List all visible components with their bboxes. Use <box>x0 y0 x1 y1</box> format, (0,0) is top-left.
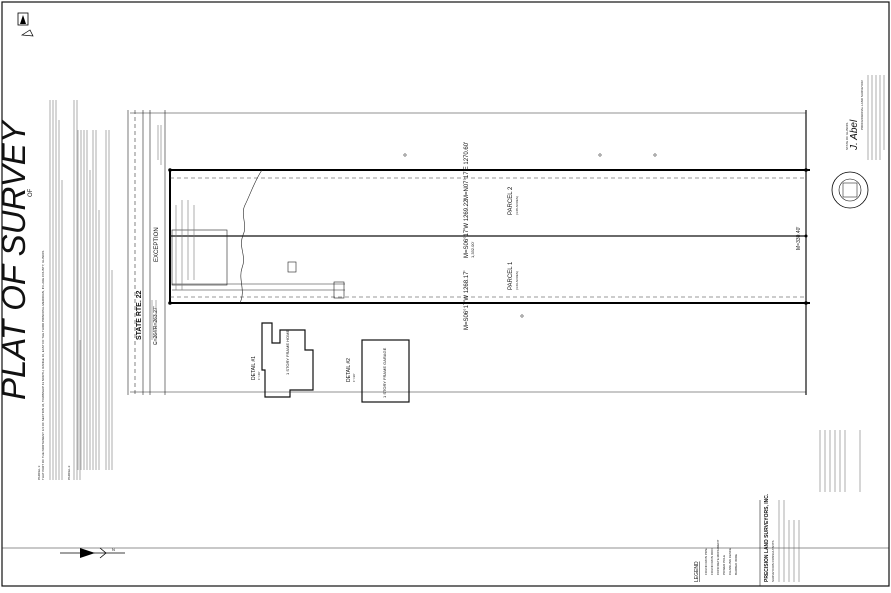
north-line-dimension: M=N07°17'E 1270.60' <box>464 142 470 200</box>
south-line-dimension: M=S06°17'W 1268.17' <box>464 270 470 330</box>
surveyor-state: STATE OF ILLINOIS <box>845 123 849 150</box>
detail-1-building: 1 STORY FRAME HOME <box>285 330 290 375</box>
parcel-2-area: (4.68 ACRES) <box>515 196 519 215</box>
legend-item: CONCRETE MONUMENT <box>716 540 720 575</box>
surveyor-company: PRECISION LAND SURVEYORS, INC. <box>764 493 770 582</box>
title-block: PRECISION LAND SURVEYORS, INC. SURVEYORS… <box>759 430 861 586</box>
exception-label: EXCEPTION <box>154 227 160 262</box>
legal-description: PARCEL 1: THAT PART OF THE NORTHWEST 1/4… <box>37 100 81 480</box>
detail-1-scale: 1"=40' <box>257 371 261 380</box>
surveyor-registration: PROFESSIONAL LAND SURVEYOR <box>860 79 864 130</box>
road-annotations <box>151 125 195 345</box>
middle-line-dimension: M=S06°17'W 1269.22' <box>464 198 470 258</box>
shed <box>333 281 345 299</box>
creek-line <box>239 169 263 304</box>
company-logo-icon <box>17 12 29 26</box>
east-frontage-dimension: M=330.40' <box>796 227 802 250</box>
legend-item: POWER POLE <box>722 555 726 575</box>
detail-2-title: DETAIL #2 <box>346 358 352 382</box>
legend-item: FOUND IRON ROD <box>710 548 714 575</box>
surveyor-subtitle: SURVEYORS CONSULTANTS <box>771 540 775 582</box>
surveyor-seal-icon <box>831 171 869 209</box>
plat-title: PLAT OF SURVEY <box>0 119 32 400</box>
plat-title-of: OF <box>28 188 34 197</box>
detail-2-garage-outline <box>361 339 410 403</box>
north-arrow-label: N <box>112 547 115 552</box>
detail-2: DETAIL #2 1"=30' 1 STORY FRAME GARAGE <box>346 339 410 403</box>
legend-item: CHAINLINK FENCE <box>728 548 732 575</box>
detail-1-house-outline <box>261 322 314 398</box>
legend-item: BARBED WIRE <box>734 554 738 575</box>
legal-description-lower <box>77 130 113 470</box>
parcel-1-label: PARCEL 1 <box>508 261 514 290</box>
property-boundary <box>130 110 810 395</box>
title-block-lines <box>778 430 861 582</box>
legend: LEGEND FOUND IRON PIPE FOUND IRON ROD CO… <box>694 540 738 582</box>
corner-monuments <box>168 168 808 305</box>
legal-text-lines <box>49 100 63 480</box>
middle-record-dimension: 1,332.00' <box>470 241 475 258</box>
exception-area: EXCEPTION <box>154 227 345 299</box>
north-arrow-icon: N <box>60 547 125 559</box>
surveyor-certification: J. Abel PROFESSIONAL LAND SURVEYOR STATE… <box>831 75 885 209</box>
power-poles <box>403 153 657 318</box>
surveyor-signature: J. Abel <box>849 119 860 151</box>
detail-1-title: DETAIL #1 <box>251 356 257 380</box>
detail-2-building: 1 STORY FRAME GARAGE <box>382 347 387 398</box>
legend-item: FOUND IRON PIPE <box>704 548 708 575</box>
detail-1: DETAIL #1 1"=40' 1 STORY FRAME HOME <box>251 322 314 398</box>
detail-2-scale: 1"=30' <box>352 373 356 382</box>
legal-heading-2: PARCEL 2: <box>67 465 71 480</box>
legal-text-lines-2 <box>73 100 81 480</box>
corner-logo-icon <box>20 29 34 37</box>
road-label: STATE RTE. 22 <box>136 290 143 340</box>
parcel-1-area: (4.69 ACRES) <box>515 271 519 290</box>
certification-text-lines <box>867 75 885 160</box>
legal-heading-1: PARCEL 1: <box>37 465 41 480</box>
parcel-2-label: PARCEL 2 <box>508 186 514 215</box>
legal-text-1: THAT PART OF THE NORTHWEST 1/4 OF SECTIO… <box>41 251 45 480</box>
legend-title: LEGEND <box>694 561 700 582</box>
small-structure <box>287 261 297 273</box>
